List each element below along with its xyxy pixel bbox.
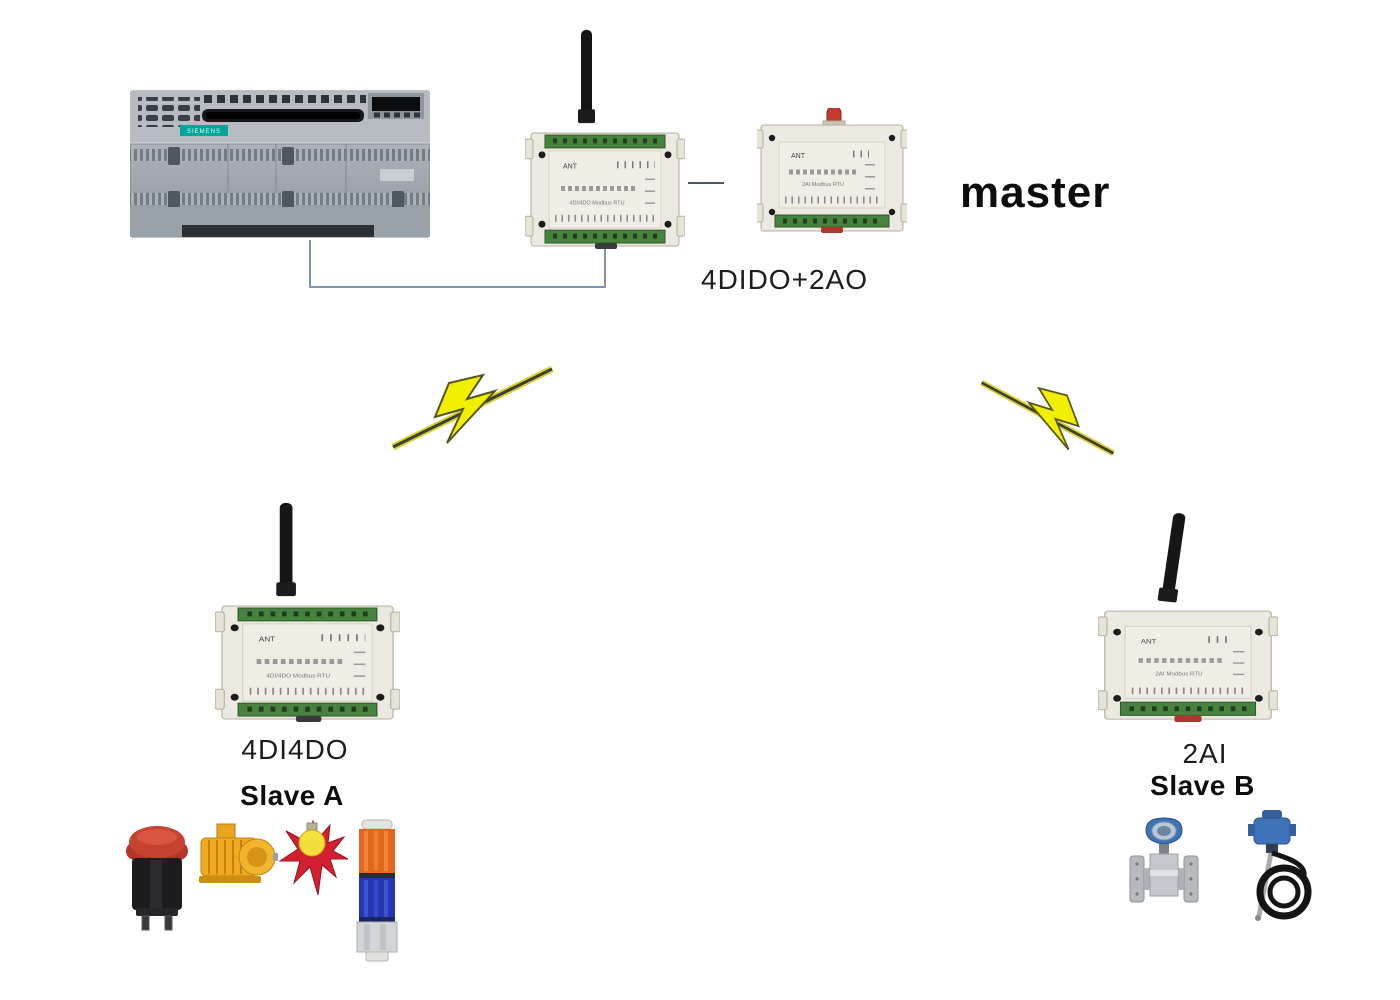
- face-side-marks: [1233, 650, 1245, 676]
- antenna-icon: [578, 29, 595, 124]
- slave-a-name: Slave A: [240, 780, 344, 811]
- master-title: master: [960, 168, 1111, 217]
- bulb: [298, 829, 326, 857]
- antenna-icon: [276, 502, 296, 597]
- slave-a-io-label: 4DI4DO: [241, 734, 349, 765]
- stack-light-icon: [356, 819, 398, 962]
- ant-label: ANT: [259, 635, 276, 643]
- mounting-ears: [1098, 616, 1278, 711]
- terminal-strip-top: [544, 134, 666, 149]
- lightning-bolt-icon: [1026, 386, 1080, 451]
- antenna-icon: [1157, 513, 1186, 603]
- plc-to-rtu-wire: [309, 240, 606, 288]
- push-button-icon: [126, 826, 188, 931]
- plc-terminal-rail-bottom: [130, 193, 430, 205]
- corner-screws: [538, 151, 672, 228]
- motor-icon: [199, 823, 278, 883]
- model-label: 2AI Modbus RTU: [1155, 672, 1202, 677]
- plc-bottom-strip: [182, 225, 374, 237]
- slave-b-name: Slave B: [1150, 770, 1255, 801]
- terminal-strip-bottom: [544, 229, 666, 250]
- terminal-strip-top: [237, 607, 378, 622]
- level-transmitter-icon: [1248, 810, 1312, 921]
- ant-label: ANT: [563, 164, 578, 171]
- flow-meter-icon: [1129, 817, 1199, 903]
- face-side-marks: [353, 651, 366, 677]
- terminal-strip-bottom: [774, 214, 890, 233]
- slave-b-module: ANT 2AI Modbus RTU: [1098, 513, 1278, 723]
- face-side-marks: [865, 164, 875, 190]
- corner-screws: [1113, 628, 1263, 702]
- terminal-strip-bottom: [237, 702, 378, 723]
- starburst: [278, 819, 348, 896]
- terminal-strip-bottom: [1119, 701, 1257, 723]
- master-io-label: 4DIDO+2AO: [701, 264, 868, 295]
- model-label: 4DI/4DO Modbus RTU: [266, 674, 330, 680]
- corner-screws: [230, 624, 385, 701]
- lightning-bolt-icon: [433, 373, 499, 444]
- slave-a-module: ANT 4DI/4DO Modbus RTU: [215, 502, 400, 723]
- cable-coil: [1256, 864, 1312, 920]
- sma-connector-icon: [822, 108, 846, 127]
- face-side-marks: [645, 178, 655, 204]
- ant-label: ANT: [1141, 637, 1157, 645]
- siemens-plc: SIEMENS: [130, 90, 430, 238]
- plc-vent-grid: [138, 97, 200, 127]
- alarm-light-icon: [278, 819, 348, 896]
- base-segment: [356, 921, 398, 953]
- mounting-ears: [215, 611, 400, 710]
- wireless-link-right: [980, 379, 1115, 457]
- siemens-brand-text: SIEMENS: [187, 129, 221, 135]
- mounting-ears: [525, 138, 685, 237]
- siemens-badge: [180, 125, 228, 136]
- corner-screws: [768, 134, 896, 216]
- transmitter-head: [1253, 817, 1291, 845]
- plc-label-plate: [380, 169, 414, 181]
- ant-label: ANT: [791, 153, 806, 160]
- plc-display: [372, 97, 420, 111]
- master-rtu-module: ANT 4DI/4DO Modbus RTU: [525, 29, 685, 250]
- master-io-module: ANT 2AI Modbus RTU: [757, 108, 907, 233]
- mounting-ears: [757, 129, 907, 223]
- plc-terminal-rail-top: [130, 149, 430, 161]
- wireless-link-left: [391, 365, 554, 451]
- model-label: 4DI/4DO Modbus RTU: [569, 200, 624, 206]
- model-label: 2AI Modbus RTU: [802, 182, 844, 188]
- slave-b-io-label: 2AI: [1182, 738, 1228, 769]
